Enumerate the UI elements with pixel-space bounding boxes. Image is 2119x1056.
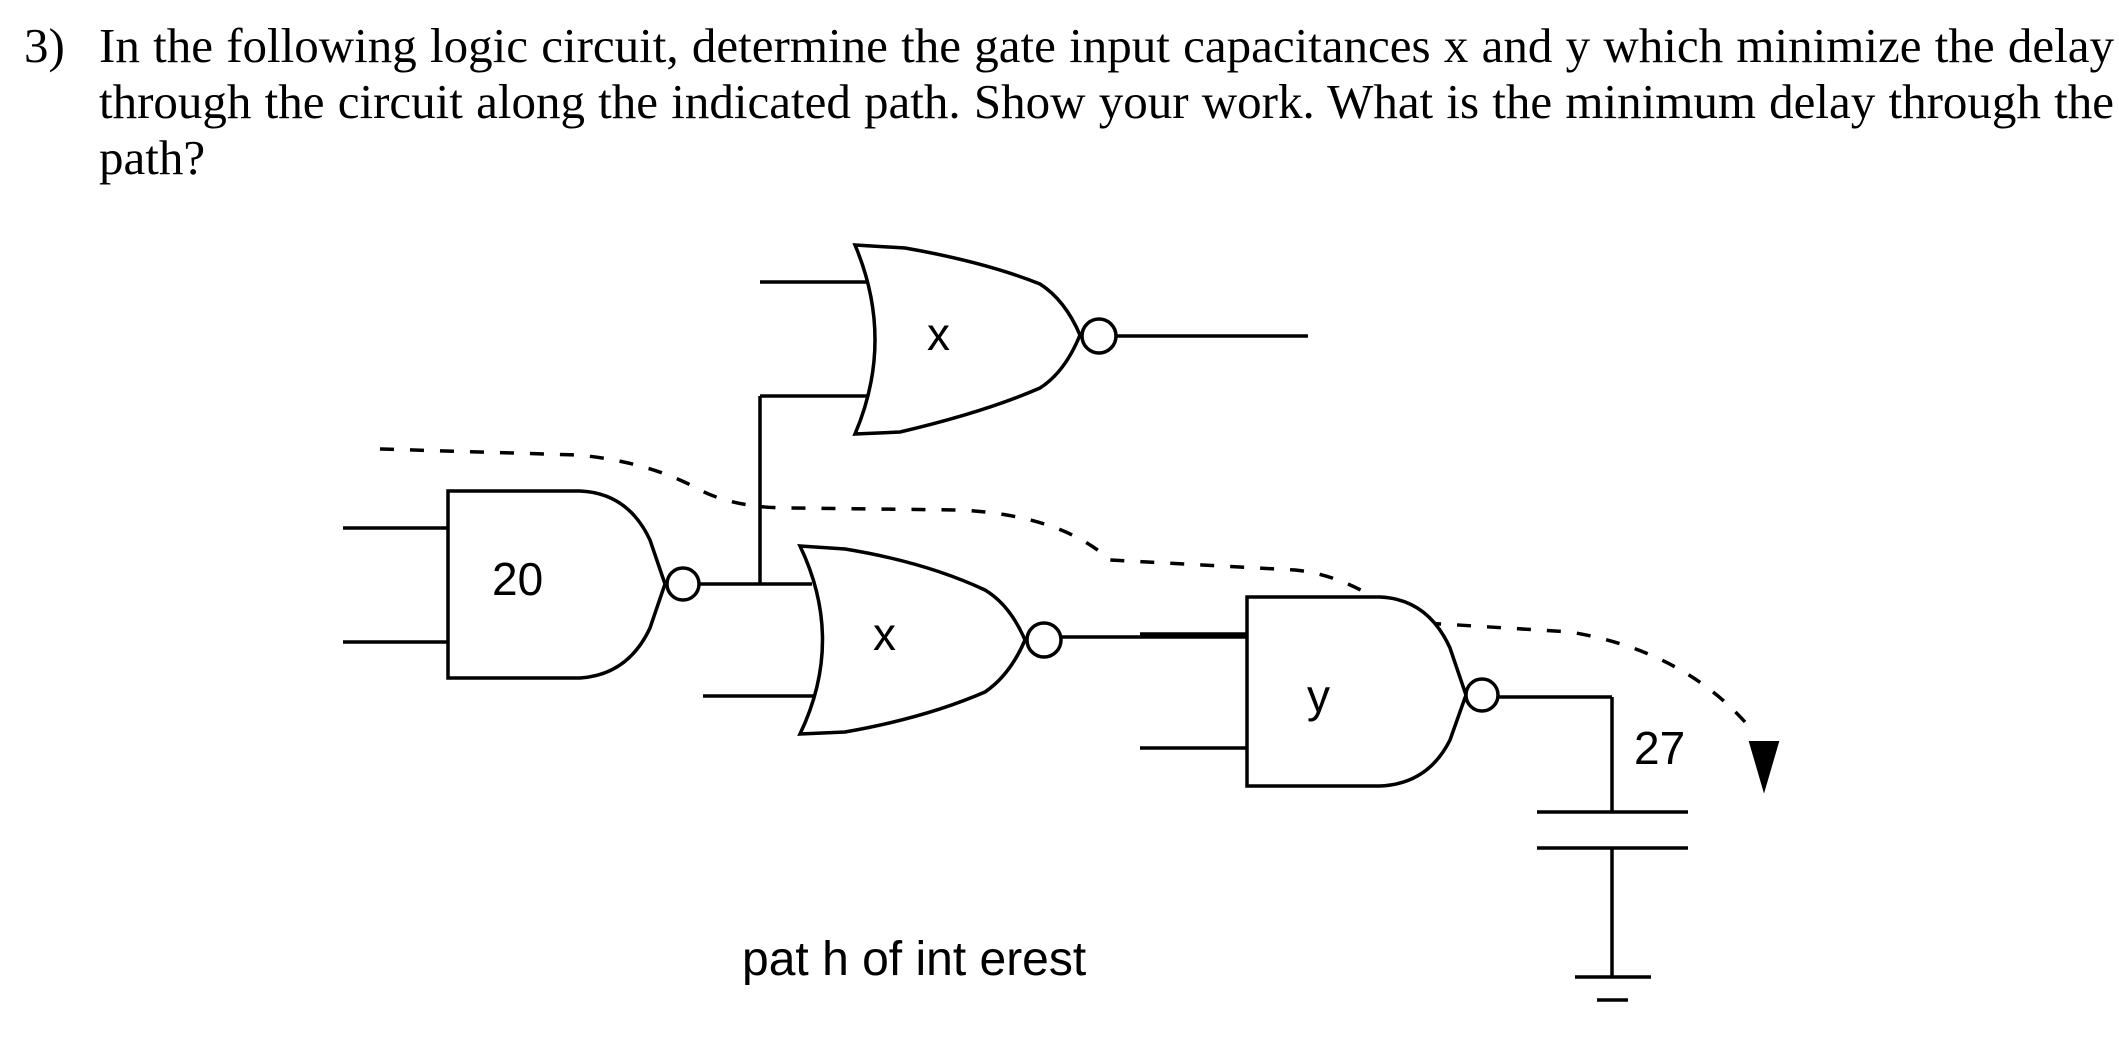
nand-gate-20: 20 (343, 489, 701, 680)
nand2-bubble-icon (1464, 677, 1500, 713)
mid-nor-body (797, 544, 1027, 736)
question-text: In the following logic circuit, determin… (99, 18, 2114, 185)
nor-gate-mid-x: x (703, 544, 1247, 736)
load-capacitor-icon (1537, 810, 1688, 977)
load-capacitance-label: 27 (1634, 722, 1685, 774)
ground-icon (1575, 975, 1651, 1002)
nand2-label: y (1307, 670, 1330, 722)
mid-nor-label: x (873, 608, 896, 660)
top-nor-label: x (927, 308, 950, 360)
nand1-label: 20 (492, 553, 543, 605)
top-nor-bubble-icon (1080, 317, 1118, 355)
nand2-body (1245, 595, 1468, 788)
nor-gate-top-x: x (760, 243, 1308, 436)
path-caption: pat h of int erest (742, 933, 1086, 986)
nand-gate-y: y (1140, 595, 1500, 788)
path-arrowhead-icon (1748, 741, 1780, 794)
nand1-body (446, 489, 667, 680)
mid-nor-bubble-icon (1025, 621, 1063, 659)
top-nor-body (852, 243, 1082, 436)
path-of-interest-line (379, 447, 1747, 724)
nand1-bubble-icon (665, 566, 701, 602)
question-number: 3) (24, 18, 65, 73)
